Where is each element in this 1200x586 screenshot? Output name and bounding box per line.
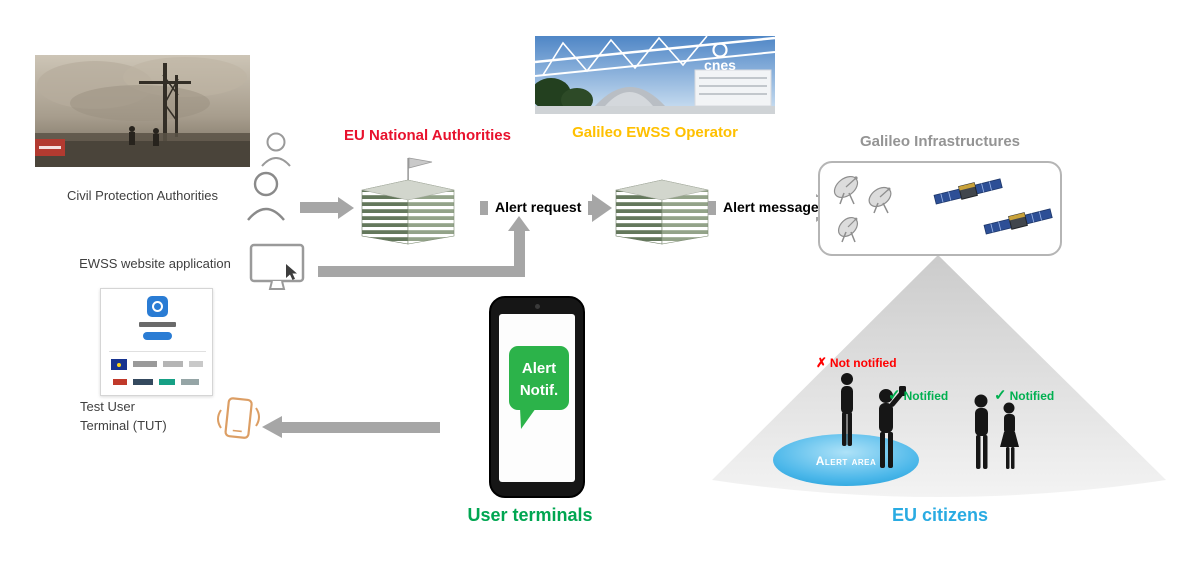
eu-citizens-heading: EU citizens [891,505,989,525]
arrow-alert-request-head [592,194,612,222]
galileo-ewss-operator-heading: Galileo EWSS Operator [572,124,738,141]
satellite-dish-icon [837,216,859,243]
eu-national-authorities-heading: EU National Authorities [344,127,511,144]
arrow-website-horizontal [318,266,520,277]
citizen-couple-silhouette [974,394,1019,469]
galileo-infrastructures-icons [833,175,1053,243]
partner-logo [159,379,175,385]
arrow-civil-to-national [300,202,338,213]
satellite-icon [983,208,1053,235]
people-silhouettes-photo [129,126,159,146]
satellite-dish-icon [868,186,892,214]
notified-label: Notified [903,389,949,403]
arrow-website-vertical [514,230,525,277]
website-monitor-icon [249,243,305,290]
flag-icon [408,157,433,169]
ewss-operator-building-icon [615,179,709,245]
alert-message-label: Alert message [716,197,826,217]
arrow-website-head [508,216,530,231]
flag-pole [407,158,409,182]
not-notified-x-icon: ✗ [816,355,827,370]
notified-check-icon: ✓ [994,387,1007,404]
office-building [694,69,772,107]
tut-label-line1: Test User [80,399,135,414]
notified-label: Notified [1009,389,1055,403]
citizen-not-notified-silhouette [841,373,853,446]
satellite-dish-icon [833,175,859,205]
smartphone: Alert Notif. [489,296,585,498]
civil-protection-caption: Civil Protection Authorities [66,188,218,203]
app-title-bar [139,322,176,327]
app-button [143,332,172,340]
galileo-infrastructures-heading: Galileo Infrastructures [859,133,1021,150]
user-terminals-heading: User terminals [467,505,593,525]
users-icon [247,132,291,221]
partner-logo [113,379,127,385]
cursor-icon [286,264,297,280]
crane-silhouette [139,63,191,143]
tut-label-line2: Terminal (TUT) [80,417,167,433]
arrow-terminal-to-tut [282,422,440,433]
cnes-logo-swirl [712,42,728,58]
partner-logo [133,361,157,367]
truss-structure [542,36,708,76]
partner-logo [189,361,203,367]
disaster-photo [35,55,250,167]
arrow-civil-to-national-head [338,196,354,219]
partner-logo [181,379,199,385]
ewss-app-screenshot [100,288,213,396]
alert-notification-bubble: Alert Notif. [509,346,569,429]
alert-request-label: Alert request [488,197,589,217]
cnes-photo: cnes [535,36,775,114]
notified-check-icon: ✓ [888,387,901,404]
arrow-terminal-to-tut-head [262,416,282,438]
alert-bubble-line2: Notif. [520,382,558,399]
citizen-notified-silhouette [879,386,906,468]
phone-camera-dot [535,304,540,309]
not-notified-label: Not notified [829,356,897,370]
satellite-icon [933,178,1003,205]
galileo-infrastructures-box [818,161,1062,256]
cnes-logo-text: cnes [704,57,736,73]
partner-logo [163,361,183,367]
alert-area-label: Alert area [816,454,877,468]
eu-national-building-icon [361,157,455,245]
tut-phone-icon [217,397,260,439]
ewss-website-label: EWSS website application [79,256,231,271]
alert-bubble-line1: Alert [522,360,556,377]
partner-logo [133,379,153,385]
